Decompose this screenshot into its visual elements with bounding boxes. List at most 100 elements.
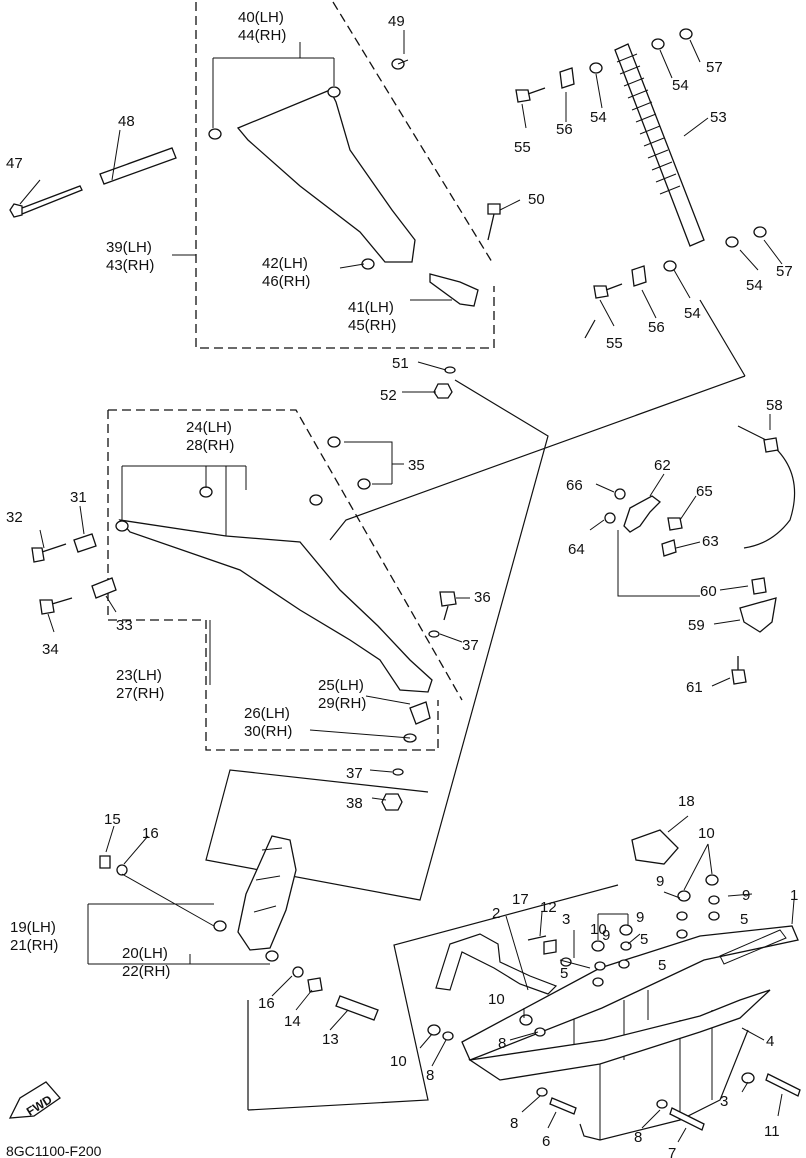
linkage-leaders [589,414,771,687]
callout-c35: 35 [408,457,425,474]
lower-a-arm [118,519,433,693]
callout-c10a: 10 [698,825,715,842]
callout-c54d: 54 [684,305,701,322]
washer-66 [614,488,626,500]
collar-48 [99,147,177,185]
callout-c29: 29(RH) [318,695,366,712]
callout-c10d: 10 [390,1053,407,1070]
callout-c18: 18 [678,793,695,810]
callout-c31: 31 [70,489,87,506]
callout-c9b: 9 [742,887,750,904]
callout-c56b: 56 [648,319,665,336]
ball-joint-41 [429,273,479,307]
callout-c55b: 55 [606,335,623,352]
ski-leaders [419,815,795,1143]
callout-c24: 24(LH) [186,419,232,436]
callout-c56a: 56 [556,121,573,138]
callout-c1: 1 [790,887,798,904]
washer-64 [604,512,616,524]
callout-c22: 22(RH) [122,963,170,980]
callout-c25: 25(LH) [318,677,364,694]
callout-c5d: 5 [560,965,568,982]
callout-c14: 14 [284,1013,301,1030]
callout-c2: 2 [492,905,500,922]
upper-arm-bushing-right [327,86,341,98]
callout-c9a: 9 [656,873,664,890]
callout-c28: 28(RH) [186,437,234,454]
callout-c36: 36 [474,589,491,606]
washer-16b [292,966,304,978]
nut-38 [381,793,403,811]
callout-c5c: 5 [658,957,666,974]
callout-c48: 48 [118,113,135,130]
bolt-65 [667,517,683,531]
callout-c37a: 37 [462,637,479,654]
callout-c5b: 5 [640,931,648,948]
callout-c44: 44(RH) [238,27,286,44]
lower-arm-leaders [39,441,470,801]
upper-arm-dashed-box [195,1,495,349]
callout-c53: 53 [710,109,727,126]
callout-c60: 60 [700,583,717,600]
callout-c62: 62 [654,457,671,474]
bushing-24b [199,486,213,498]
shaft-13 [335,995,379,1021]
bolt-32 [31,543,67,563]
callout-c52: 52 [380,387,397,404]
callout-c8d: 8 [634,1129,642,1146]
callout-c39: 39(LH) [106,239,152,256]
ski-fasteners [427,874,801,1131]
spindle-leaders [87,825,349,1031]
callout-c5a: 5 [740,911,748,928]
collar-56a [559,67,575,89]
callout-c65: 65 [696,483,713,500]
fwd-arrow-icon: FWD [8,1081,61,1119]
relay-rod-62 [623,495,661,533]
washer-37a [428,630,440,638]
connector-lines [205,299,746,1111]
collar-33 [91,577,117,599]
callout-labels: 40(LH)44(RH)49484739(LH)43(RH)42(LH)46(R… [6,9,798,1158]
callout-c42: 42(LH) [262,255,308,272]
callout-c9c: 9 [602,927,610,944]
washer-37b [392,768,404,776]
ski-guide-lines [539,1000,713,1140]
nut-52 [433,383,453,399]
callout-c12: 12 [540,899,557,916]
callout-c26: 26(LH) [244,705,290,722]
callout-c46: 46(RH) [262,273,310,290]
cable-end-58 [763,437,779,453]
callout-c4: 4 [766,1033,774,1050]
callout-c64: 64 [568,541,585,558]
callout-c54b: 54 [590,109,607,126]
callout-c8b: 8 [426,1067,434,1084]
bushing-lower-left [115,520,129,532]
ski-spindle [213,835,297,962]
callout-c50: 50 [528,191,545,208]
collar-54a [651,38,665,50]
callout-c66: 66 [566,477,583,494]
diagram-code: 8GC1100-F200 [6,1143,102,1158]
callout-c8c: 8 [510,1115,518,1132]
callout-c10c: 10 [488,991,505,1008]
callout-c49: 49 [388,13,405,30]
pad-18 [631,829,679,865]
callout-c15: 15 [104,811,121,828]
callout-c59: 59 [688,617,705,634]
callout-c10b: 10 [590,921,607,938]
callout-c38: 38 [346,795,363,812]
bolt-47 [9,185,83,218]
bushing-15 [99,855,111,869]
callout-c41: 41(LH) [348,299,394,316]
callout-c9d: 9 [636,909,644,926]
callout-c54a: 54 [672,77,689,94]
runner-4 [579,1029,749,1141]
callout-c17: 17 [512,891,529,908]
callout-c63: 63 [702,533,719,550]
ski-1 [461,925,799,1081]
washer-16a [116,864,128,876]
callout-c30: 30(RH) [244,723,292,740]
callout-c34: 34 [42,641,59,658]
callout-c37b: 37 [346,765,363,782]
